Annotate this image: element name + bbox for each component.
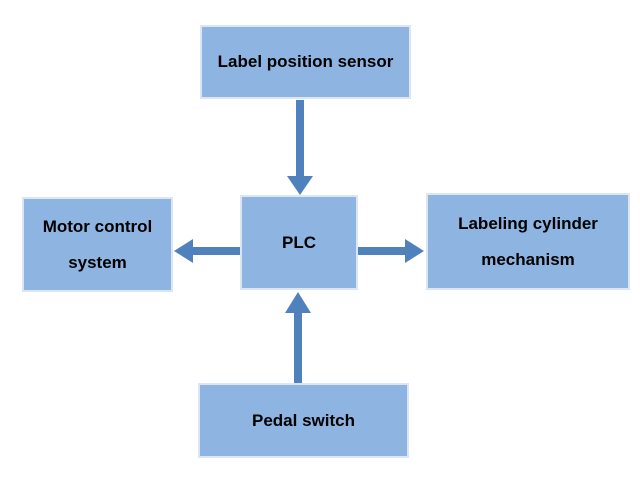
node-label: PLC [282, 232, 316, 252]
node-plc: PLC [240, 195, 358, 290]
node-label-position-sensor: Label position sensor [200, 25, 411, 99]
node-label: Pedal switch [252, 410, 355, 430]
arrow-pedal-to-plc-icon [285, 292, 311, 383]
node-label: Motor control system [42, 216, 153, 272]
node-label: Label position sensor [217, 52, 394, 72]
node-labeling-cylinder-mechanism: Labeling cylinder mechanism [426, 193, 630, 290]
node-motor-control-system: Motor control system [22, 197, 173, 292]
node-pedal-switch: Pedal switch [198, 383, 409, 458]
arrow-plc-to-cylinder-icon [358, 239, 424, 263]
arrow-plc-to-motor-icon [174, 239, 240, 263]
node-label: Labeling cylinder mechanism [458, 213, 598, 269]
arrow-sensor-to-plc-icon [287, 100, 313, 195]
